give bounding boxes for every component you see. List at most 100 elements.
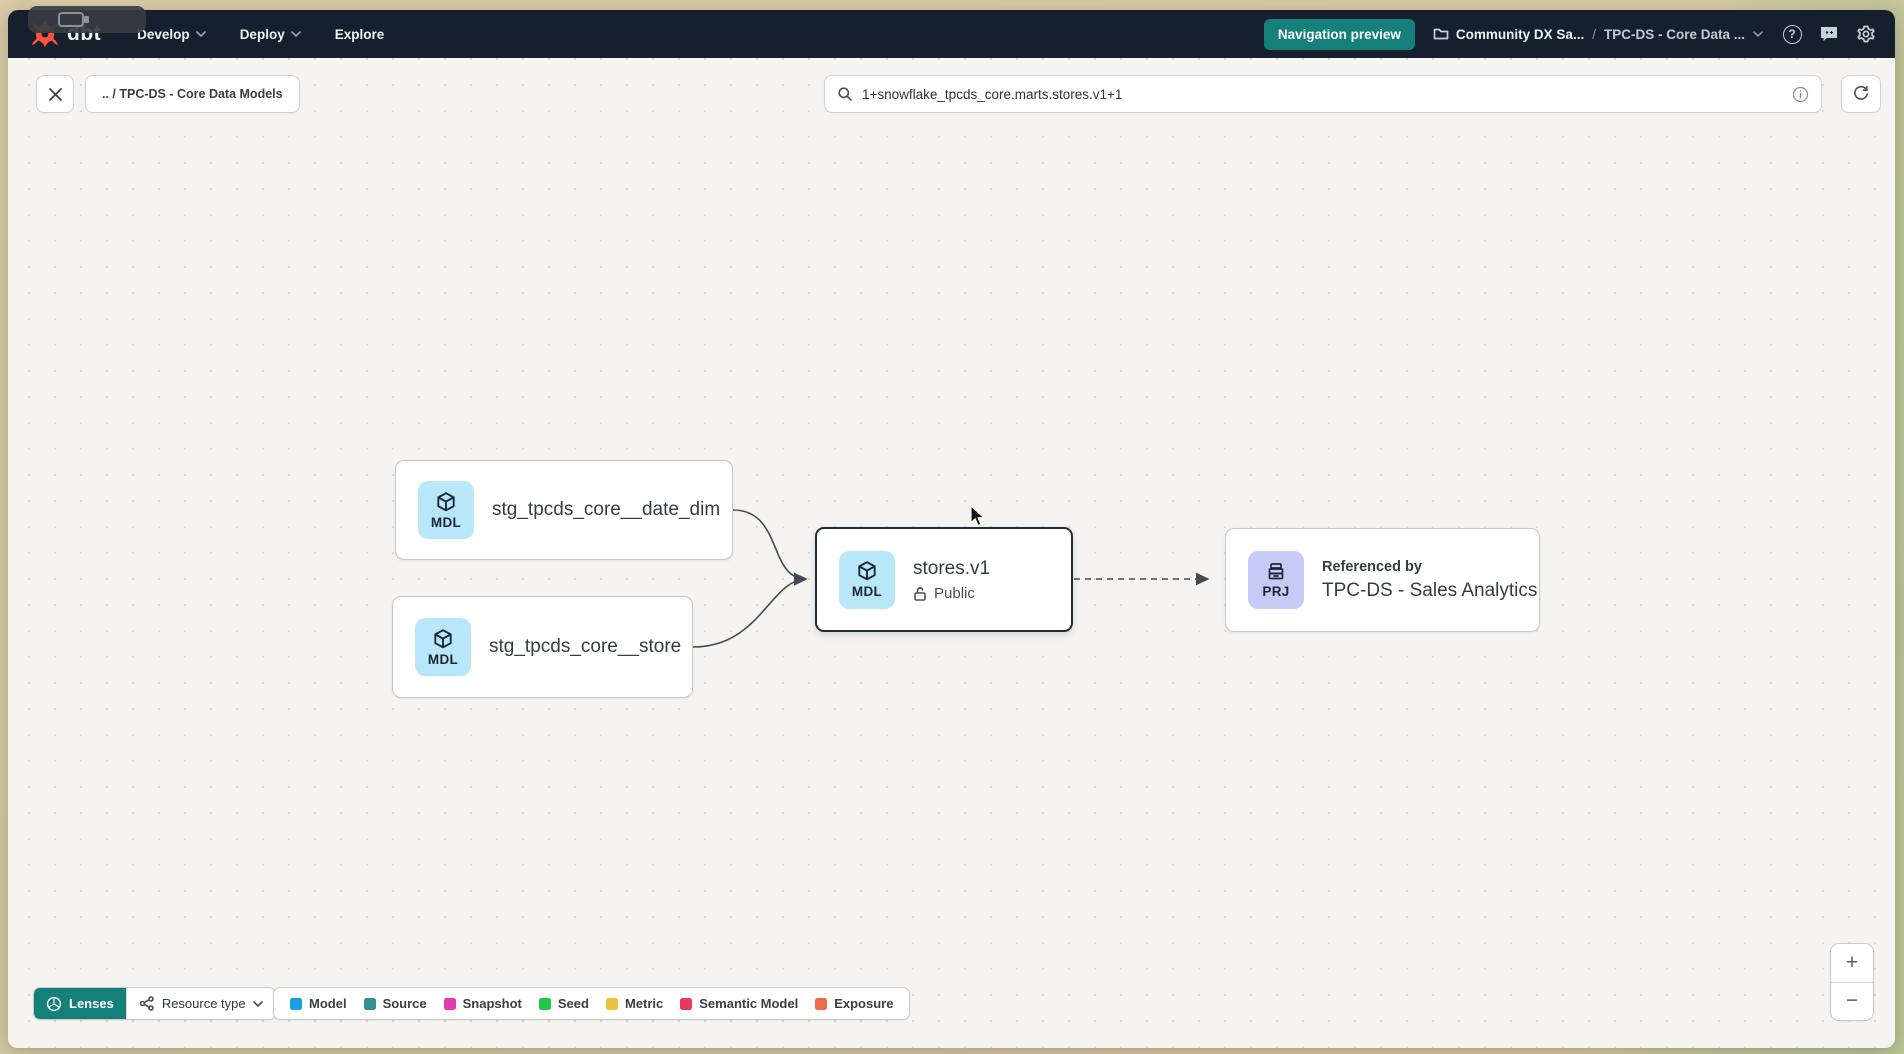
lenses-label: Lenses	[69, 996, 114, 1011]
legend-item-snapshot: Snapshot	[443, 996, 522, 1011]
legend-label: Metric	[624, 996, 664, 1011]
node-stores-v1[interactable]: MDL stores.v1 Public	[815, 527, 1073, 632]
nav-item-develop[interactable]: Develop	[137, 27, 206, 42]
lineage-path-chip[interactable]: .. / TPC-DS - Core Data Models	[85, 75, 300, 113]
nav-item-explore[interactable]: Explore	[335, 27, 385, 42]
cube-icon	[858, 561, 876, 581]
legend-label: Source	[382, 996, 427, 1011]
lock-open-icon	[914, 586, 926, 601]
breadcrumb-current[interactable]: TPC-DS - Core Data ...	[1603, 26, 1745, 42]
refresh-icon	[1854, 85, 1868, 100]
model-badge: MDL	[839, 550, 895, 609]
zoom-controls: + −	[1830, 943, 1874, 1021]
screen-recording-artifact	[28, 6, 146, 33]
mouse-cursor	[970, 505, 985, 527]
lenses-icon	[46, 996, 62, 1011]
chevron-down-icon[interactable]	[1753, 31, 1763, 37]
chevron-down-icon	[195, 31, 206, 37]
legend-item-exposure: Exposure	[815, 996, 893, 1011]
legend-label: Semantic Model	[699, 996, 799, 1011]
legend-item-model: Model	[290, 996, 347, 1011]
legend-swatch	[443, 997, 456, 1010]
nav-icon-group: ?	[1781, 23, 1877, 45]
node-stg-tpcds-core-date-dim[interactable]: MDL stg_tpcds_core__date_dim	[395, 460, 733, 560]
node-label: stg_tpcds_core__store	[489, 636, 682, 657]
legend-label: Snapshot	[462, 996, 522, 1011]
app-window: dbt Develop Deploy Explore Navigation pr…	[8, 10, 1895, 1048]
edge-date-dim-to-stores	[732, 509, 808, 586]
cube-icon	[437, 491, 455, 511]
node-tpcds-sales-analytics[interactable]: PRJ Referenced by TPC-DS - Sales Analyti…	[1225, 528, 1540, 632]
refresh-lineage-button[interactable]	[1841, 75, 1881, 113]
zoom-in-button[interactable]: +	[1831, 944, 1873, 983]
legend-label: Seed	[557, 996, 589, 1011]
badge-label: MDL	[430, 514, 462, 530]
breadcrumb-separator: /	[1592, 26, 1596, 42]
legend-swatch	[815, 997, 828, 1010]
badge-label: PRJ	[1262, 583, 1290, 599]
node-stg-tpcds-core-store[interactable]: MDL stg_tpcds_core__store	[392, 596, 693, 698]
folder-icon	[1433, 28, 1449, 40]
lens-controls: Lenses Resource type	[33, 987, 276, 1020]
drawers-icon	[1268, 562, 1284, 579]
lenses-button[interactable]: Lenses	[34, 988, 126, 1019]
close-icon	[48, 87, 62, 101]
nav-item-label: Deploy	[239, 26, 285, 42]
top-navbar: dbt Develop Deploy Explore Navigation pr…	[8, 10, 1895, 58]
navigation-preview-button[interactable]: Navigation preview	[1263, 18, 1415, 50]
node-access: Public	[913, 585, 990, 602]
resource-legend: Model Source Snapshot Seed Metric Semant…	[273, 987, 911, 1020]
project-badge: PRJ	[1248, 551, 1304, 609]
legend-item-source: Source	[363, 996, 427, 1011]
legend-label: Model	[309, 996, 347, 1011]
legend-swatch	[680, 997, 693, 1010]
access-label: Public	[934, 584, 975, 602]
legend-swatch	[538, 997, 551, 1010]
nav-items: Develop Deploy Explore	[137, 27, 384, 42]
legend-item-semantic-model: Semantic Model	[680, 996, 798, 1011]
edge-store-to-stores	[692, 572, 808, 648]
breadcrumb-project[interactable]: Community DX Sa...	[1433, 27, 1584, 42]
settings-button[interactable]	[1855, 23, 1877, 45]
search-icon	[838, 87, 852, 101]
legend-swatch	[290, 997, 302, 1010]
chevron-down-icon	[290, 31, 301, 37]
help-button[interactable]: ?	[1781, 23, 1803, 45]
model-badge: MDL	[418, 481, 474, 539]
lineage-selector-input[interactable]	[862, 86, 1792, 102]
feedback-button[interactable]	[1818, 23, 1840, 45]
cube-icon	[434, 628, 452, 648]
resource-type-icon	[139, 996, 154, 1011]
chat-bubble-icon	[1821, 27, 1837, 41]
node-text: Referenced by TPC-DS - Sales Analytics	[1322, 559, 1537, 602]
node-kicker: Referenced by	[1322, 558, 1422, 575]
nav-right: Navigation preview Community DX Sa... / …	[1263, 18, 1877, 50]
breadcrumb-project-label: Community DX Sa...	[1455, 26, 1585, 42]
breadcrumb: Community DX Sa... / TPC-DS - Core Data …	[1433, 27, 1763, 42]
badge-label: MDL	[851, 584, 883, 599]
node-label: stg_tpcds_core__date_dim	[492, 499, 721, 520]
lineage-search-bar[interactable]	[824, 75, 1822, 113]
nav-item-label: Develop	[137, 26, 190, 42]
chevron-down-icon	[252, 1000, 263, 1007]
nav-item-label: Explore	[334, 26, 385, 42]
node-text: stores.v1 Public	[913, 558, 990, 602]
lineage-canvas[interactable]: .. / TPC-DS - Core Data Models	[8, 58, 1895, 1048]
resource-type-dropdown[interactable]: Resource type	[125, 988, 275, 1019]
help-icon: ?	[1782, 24, 1802, 44]
badge-label: MDL	[427, 651, 459, 667]
resource-type-label: Resource type	[161, 996, 246, 1011]
legend-item-seed: Seed	[538, 996, 589, 1011]
zoom-out-button[interactable]: −	[1831, 982, 1873, 1020]
legend-item-metric: Metric	[605, 996, 664, 1011]
camera-icon	[58, 12, 89, 27]
gear-icon	[1857, 25, 1875, 43]
node-label: stores.v1	[913, 557, 991, 579]
legend-swatch	[605, 997, 618, 1010]
legend-swatch	[363, 997, 376, 1010]
close-lineage-button[interactable]	[36, 75, 74, 113]
legend-label: Exposure	[834, 996, 894, 1011]
node-label: TPC-DS - Sales Analytics	[1322, 579, 1538, 601]
info-icon[interactable]	[1792, 86, 1809, 103]
nav-item-deploy[interactable]: Deploy	[240, 27, 301, 42]
